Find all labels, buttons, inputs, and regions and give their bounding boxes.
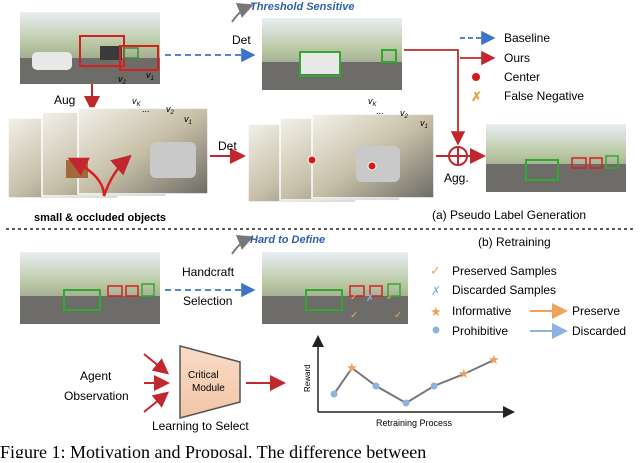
reward-point-prohibitive	[372, 382, 380, 390]
legend-discarded-icon: ✗	[431, 284, 441, 298]
observation-arrow-1	[143, 353, 170, 375]
legend-false-negative-label: False Negative	[504, 89, 584, 103]
observation-arrow-3	[143, 391, 170, 413]
baseline-detection-image	[262, 18, 402, 90]
legend-false-negative-icon: ✗	[471, 89, 482, 104]
center-dot-2	[367, 161, 377, 171]
reward-axis-label: Reward	[303, 364, 312, 392]
preserved-check-3: ✓	[350, 310, 358, 321]
small-object-pointer-right	[102, 154, 132, 197]
legend-top: Baseline Ours Center ✗ False Negative	[460, 30, 584, 104]
agent-label: Agent	[80, 369, 112, 383]
legend-ours-label: Ours	[504, 51, 530, 65]
figure-caption: Figure 1: Motivation and Proposal. The d…	[0, 442, 426, 458]
observation-label: Observation	[64, 389, 129, 403]
small-object-pointer-left	[67, 157, 106, 197]
critical-module-box	[179, 345, 241, 419]
legend-discarded-label: Discarded Samples	[452, 283, 556, 297]
v2-aug-label: v2	[166, 104, 175, 116]
legend-baseline-label: Baseline	[504, 31, 550, 45]
preserved-check-4: ✓	[394, 310, 402, 321]
reward-curve	[333, 359, 495, 405]
legend-discarded2-label: Discarded	[572, 324, 626, 338]
preserved-check-2: ✓	[386, 292, 394, 303]
legend-prohibitive-label: Prohibitive	[452, 324, 508, 338]
v1-label: v1	[146, 70, 154, 82]
legend-prohibitive-dot	[432, 326, 440, 334]
selection-label: Selection	[183, 294, 232, 308]
reward-point-prohibitive	[430, 382, 438, 390]
legend-center-label: Center	[504, 70, 540, 84]
retraining-input-image	[20, 252, 160, 324]
discarded-cross-1: ✗	[366, 293, 374, 304]
vk-label: vK	[132, 96, 142, 108]
hard-to-define-label: Hard to Define	[250, 234, 325, 246]
v2-det-label: v2	[400, 108, 409, 120]
preserved-check-1: ✓	[350, 292, 358, 303]
retraining-selected-image: ✓ ✗ ✓ ✓ ✓	[262, 252, 408, 324]
reward-point-informative: ★	[488, 352, 500, 367]
critical-module-line1: Critical	[188, 370, 219, 381]
reward-point-prohibitive	[402, 399, 410, 407]
reward-point-informative: ★	[346, 360, 358, 375]
learning-to-select-label: Learning to Select	[152, 419, 249, 433]
baseline-to-agg-arrow	[404, 49, 466, 146]
legend-preserved-label: Preserved Samples	[452, 264, 557, 278]
aug-label: Aug	[54, 93, 75, 107]
v1-aug-label: v1	[184, 114, 192, 126]
detection-image-stack	[247, 113, 435, 203]
v2-label: v2	[118, 74, 127, 86]
aggregation-symbol	[448, 146, 468, 166]
critical-module-line2: Module	[192, 383, 225, 394]
small-objects-label: small & occluded objects	[34, 212, 166, 224]
legend-preserved-icon: ✓	[430, 263, 441, 278]
threshold-curve-arrow	[231, 3, 254, 23]
pseudo-label-result-image	[486, 124, 626, 192]
reward-point-prohibitive	[330, 390, 338, 398]
augmented-image-stack	[7, 107, 209, 199]
reward-point-informative: ★	[458, 366, 470, 381]
caption-b: (b) Retraining	[478, 235, 551, 249]
legend-center-dot	[472, 73, 480, 81]
legend-informative-label: Informative	[452, 304, 512, 318]
center-dot-1	[307, 155, 317, 165]
reward-plot: Reward Retraining Process ★ ★ ★	[303, 335, 515, 428]
v1-det-label: v1	[420, 118, 428, 130]
det-top-label: Det	[232, 33, 251, 47]
ellipsis-label: ...	[142, 104, 150, 114]
vk-det-label: vK	[368, 96, 378, 108]
legend-informative-star: ★	[430, 304, 442, 319]
caption-a: (a) Pseudo Label Generation	[432, 208, 586, 222]
det-middle-label: Det	[218, 139, 237, 153]
hard-define-curve-arrow	[231, 235, 254, 255]
legend-preserve-label: Preserve	[572, 304, 620, 318]
agg-label: Agg.	[444, 171, 469, 185]
handcraft-label: Handcraft	[182, 265, 235, 279]
input-image	[20, 12, 160, 84]
legend-bottom: ✓ Preserved Samples ✗ Discarded Samples …	[430, 263, 626, 339]
ellipsis-det-label: ...	[376, 106, 384, 116]
threshold-sensitive-label: Threshold Sensitive	[250, 1, 355, 13]
retraining-process-label: Retraining Process	[376, 418, 453, 428]
